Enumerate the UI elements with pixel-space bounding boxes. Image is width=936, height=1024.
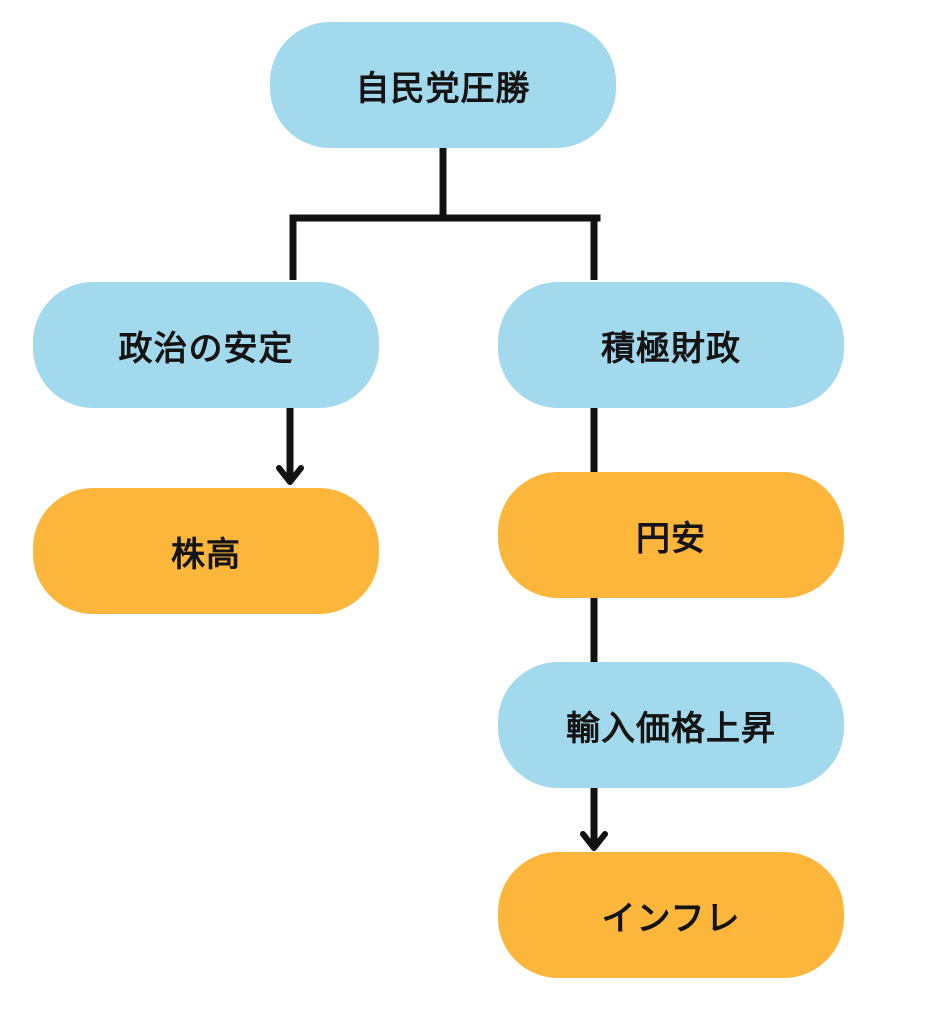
arrowhead-stocks <box>276 465 304 485</box>
node-inflation: インフレ <box>498 852 844 978</box>
node-import-price-rise: 輸入価格上昇 <box>498 662 844 788</box>
node-root-label: 自民党圧勝 <box>355 68 531 109</box>
node-import-price-rise-label: 輸入価格上昇 <box>566 708 776 749</box>
node-political-stability-label: 政治の安定 <box>118 328 294 369</box>
node-active-fiscal-policy-label: 積極財政 <box>601 328 741 369</box>
node-stock-rise-label: 株高 <box>171 534 241 575</box>
arrowhead-inflation <box>580 831 608 851</box>
node-inflation-label: インフレ <box>601 898 741 939</box>
node-active-fiscal-policy: 積極財政 <box>498 282 844 408</box>
node-stock-rise: 株高 <box>33 488 379 614</box>
node-weak-yen: 円安 <box>498 472 844 598</box>
node-root: 自民党圧勝 <box>270 22 616 148</box>
node-political-stability: 政治の安定 <box>33 282 379 408</box>
node-weak-yen-label: 円安 <box>636 518 706 559</box>
